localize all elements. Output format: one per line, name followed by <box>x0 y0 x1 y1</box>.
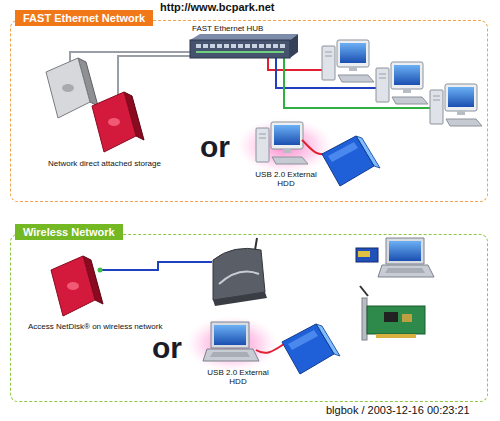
nas-red <box>92 92 144 152</box>
watermark: http://www.bcpark.net <box>160 1 275 14</box>
panel-heading: FAST Ethernet Network <box>15 10 153 26</box>
device-label: FAST Ethernet HUB <box>192 24 263 33</box>
or-text: or <box>200 130 230 165</box>
netdisk-red <box>51 256 103 316</box>
external-hdd-icon <box>322 136 380 186</box>
device-label: Access NetDisk® on wireless network <box>28 322 162 331</box>
laptop-with-card <box>356 238 434 277</box>
laptop-icon <box>203 322 259 361</box>
pc-icon <box>256 122 308 164</box>
lan-cable <box>100 262 212 270</box>
pci-card <box>360 286 425 340</box>
lan-cable <box>118 56 206 98</box>
pc-icon <box>376 62 428 104</box>
external-hdd-icon <box>282 324 340 374</box>
wireless-router <box>213 238 267 306</box>
network-panel: FAST Ethernet Network <box>10 20 488 202</box>
pc-icon <box>322 40 374 82</box>
device-label: USB 2.0 External HDD <box>206 368 270 386</box>
glow <box>186 316 278 372</box>
device-label: Network direct attached storage <box>48 159 161 168</box>
panel-heading: Wireless Network <box>15 224 123 240</box>
nas-grey <box>46 58 98 118</box>
usb-cable <box>302 140 326 154</box>
link-dot <box>98 268 103 273</box>
usb-cable <box>256 344 284 353</box>
watermark: blgbok / 2003-12-16 00:23:21 <box>324 404 472 417</box>
ethernet-hub <box>190 34 298 58</box>
pc-icon <box>430 84 482 126</box>
or-text: or <box>152 331 182 366</box>
device-label: USB 2.0 External HDD <box>254 170 318 188</box>
glow <box>237 118 333 174</box>
